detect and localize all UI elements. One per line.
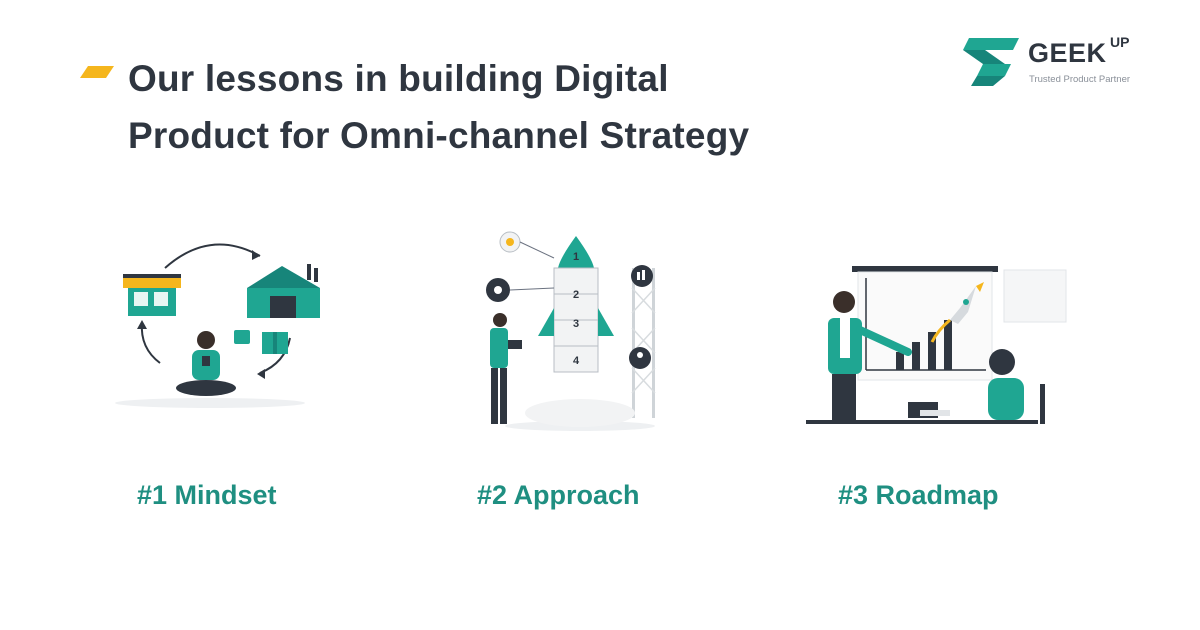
rocket-steps-illustration-icon: 1 2 3 4: [486, 231, 656, 431]
page-title-line-1: Our lessons in building Digital: [128, 58, 669, 99]
title-accent-bar: [80, 66, 114, 78]
rocket-step-1-label: 1: [573, 251, 579, 263]
page-title-line-2: Product for Omni-channel Strategy: [128, 115, 750, 156]
page-title: Our lessons in building Digital Product …: [128, 50, 749, 164]
lesson-3-label: #3 Roadmap: [838, 480, 999, 510]
rocket-step-3-label: 3: [573, 318, 579, 330]
rocket-step-4-label: 4: [573, 355, 580, 367]
brand-name: GEEK: [1028, 38, 1107, 68]
geekup-logo-mark-icon: [963, 38, 1019, 86]
brand-superscript: UP: [1110, 34, 1130, 50]
lesson-2-label: #2 Approach: [477, 480, 640, 510]
rocket-step-2-label: 2: [573, 289, 579, 301]
lesson-1-label: #1 Mindset: [137, 480, 277, 510]
store-to-warehouse-illustration-icon: [115, 243, 320, 408]
brand-logo: GEEK UP Trusted Product Partner: [963, 34, 1143, 90]
brand-tagline: Trusted Product Partner: [1029, 74, 1131, 85]
presentation-growth-illustration-icon: [806, 266, 1067, 424]
